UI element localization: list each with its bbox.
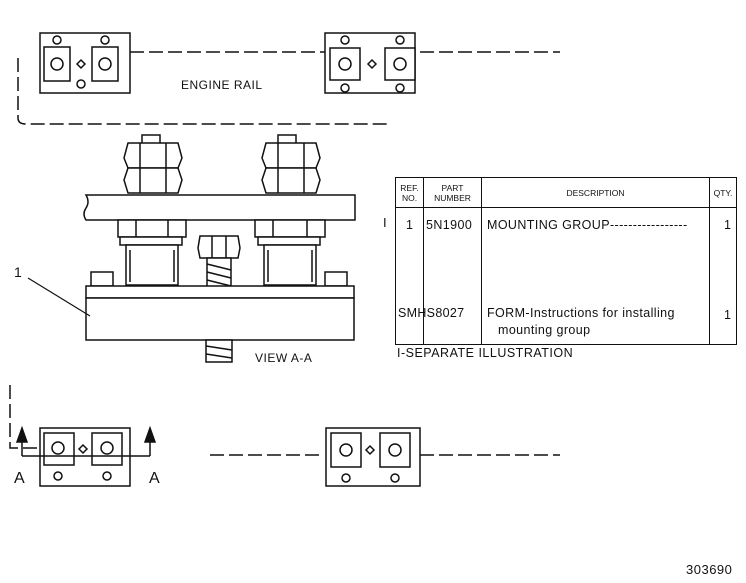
row-part-number: 5N1900	[426, 218, 473, 232]
mount-plate-bottom-right	[325, 427, 421, 487]
row-qty: 1	[724, 308, 732, 322]
illus-marker: I	[383, 215, 388, 230]
view-a-a-label: VIEW A-A	[255, 351, 313, 365]
parts-table: REF. NO. PART NUMBER DESCRIPTION QTY. 1 …	[395, 177, 737, 345]
header-ref-no: REF. NO.	[396, 178, 424, 208]
section-line-a-a	[15, 425, 157, 457]
engine-rail-label: ENGINE RAIL	[181, 78, 263, 92]
section-a-left-label: A	[14, 470, 26, 487]
section-a-right-label: A	[149, 470, 161, 487]
drawing-number: 303690	[686, 562, 733, 577]
header-qty: QTY.	[710, 178, 736, 208]
mount-plate-bottom-left	[39, 427, 131, 487]
row-description-line2: mounting group	[498, 323, 591, 337]
engine-rail-bottom-outline	[9, 385, 40, 449]
header-part-number: PART NUMBER	[424, 178, 482, 208]
header-description: DESCRIPTION	[482, 178, 710, 208]
callout-1-leader	[27, 277, 91, 317]
callout-1-label: 1	[14, 264, 23, 280]
row-description: FORM-Instructions for installing	[487, 306, 675, 320]
row-ref: 1	[406, 218, 414, 232]
table-footnote: I-SEPARATE ILLUSTRATION	[397, 346, 574, 360]
row-part-number: SMHS8027	[398, 306, 465, 320]
engine-rail-top-outline	[17, 58, 388, 125]
row-qty: 1	[724, 218, 732, 232]
mount-plate-top-right	[324, 32, 416, 94]
row-description: MOUNTING GROUP-----------------	[487, 218, 688, 232]
view-a-a-assembly	[83, 134, 356, 363]
mount-plate-top-left	[39, 32, 131, 94]
